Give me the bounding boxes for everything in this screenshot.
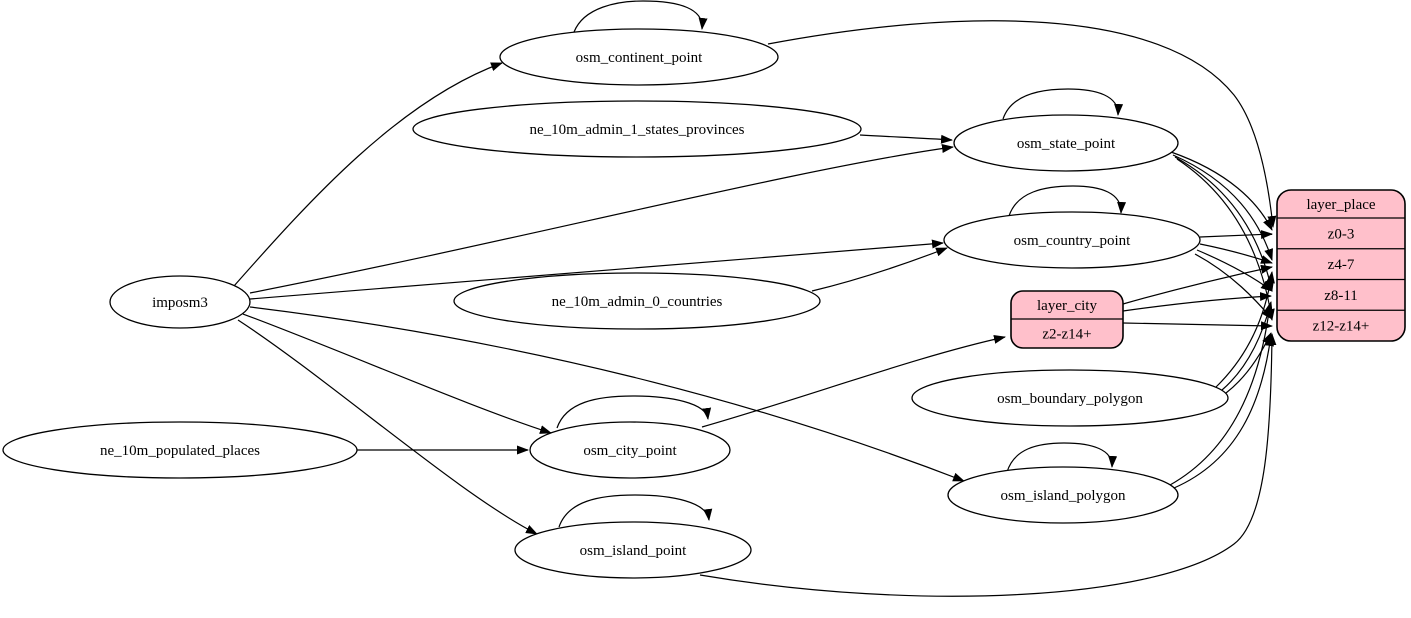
node-osm_island_polygon-shape (947, 466, 1179, 524)
edge-layer_city:z2-z14+-to-layer_place:z12-z14+ (1122, 321, 1273, 331)
record-layer_city-header: layer_city (1037, 298, 1097, 314)
nodes-layer: imposm3 osm_continent_point ne_10m_admin_1… (2, 28, 1406, 579)
node-osm_state_point-shape (953, 114, 1179, 172)
record-layer_place-row-z4-7: z4-7 (1328, 257, 1355, 273)
edge-osm_state_point-to-layer_place:z0-3 (1170, 151, 1273, 231)
node-ne_10m_populated_places: ne_10m_populated_places (2, 421, 358, 479)
record-layer_place-header: layer_place (1306, 197, 1375, 213)
record-layer_city: layer_city z2-z14+ (1010, 290, 1124, 349)
self-loop-osm_city_point (556, 395, 712, 429)
node-imposm3-shape (109, 275, 251, 329)
self-loop-osm_state_point (1002, 88, 1124, 120)
record-layer_place-row-z8-11: z8-11 (1324, 288, 1358, 304)
node-osm_boundary_polygon-shape (911, 369, 1229, 427)
node-ne_10m_admin_0_countries-label: ne_10m_admin_0_countries (552, 294, 723, 310)
node-osm_country_point-label: osm_country_point (1014, 233, 1131, 249)
edge-osm_island_point-to-layer_place:z12-z14+ (699, 333, 1277, 597)
edge-ne_10m_admin_1_states_provinces-to-osm_state_point (859, 134, 953, 144)
edge-imposm3-to-osm_country_point (249, 239, 944, 300)
edge-ne_10m_admin_0_countries-to-osm_country_point (811, 247, 948, 292)
edge-imposm3-to-osm_state_point (249, 144, 954, 294)
node-osm_continent_point: osm_continent_point (499, 28, 779, 86)
record-layer_place: layer_place z0-3 z4-7 z8-11 z12-z14+ (1276, 189, 1406, 342)
node-osm_country_point-shape (943, 211, 1201, 269)
edge-imposm3-to-osm_continent_point (233, 62, 503, 287)
edge-imposm3-to-osm_island_polygon (249, 306, 965, 482)
edge-osm_island_polygon-to-layer_place:z8-11 (1169, 303, 1274, 486)
node-osm_island_point: osm_island_point (514, 521, 752, 579)
node-ne_10m_populated_places-shape (2, 421, 358, 479)
node-osm_state_point-label: osm_state_point (1017, 136, 1116, 152)
node-ne_10m_populated_places-label: ne_10m_populated_places (100, 443, 260, 459)
edge-layer_city:z2-z14+-to-layer_place:z8-11 (1122, 292, 1272, 312)
edge-osm_country_point-to-layer_place:z0-3 (1199, 230, 1273, 240)
node-ne_10m_admin_0_countries: ne_10m_admin_0_countries (453, 272, 821, 330)
node-osm_boundary_polygon-label: osm_boundary_polygon (997, 391, 1143, 407)
edge-osm_continent_point-to-layer_place:z0-3 (767, 20, 1277, 228)
node-ne_10m_admin_1_states_provinces: ne_10m_admin_1_states_provinces (412, 100, 862, 158)
self-loop-osm_island_point (558, 494, 713, 528)
self-loop-osm_continent_point (573, 0, 708, 33)
node-imposm3: imposm3 (109, 275, 251, 329)
self-loop-osm_country_point (1008, 185, 1127, 217)
node-ne_10m_admin_1_states_provinces-shape (412, 100, 862, 158)
edges-layer (233, 0, 1277, 597)
node-osm_city_point-shape (529, 421, 731, 479)
edge-osm_country_point-to-layer_place:z4-7 (1199, 243, 1273, 264)
node-imposm3-label: imposm3 (152, 295, 208, 311)
node-osm_island_polygon: osm_island_polygon (947, 466, 1179, 524)
node-osm_city_point-label: osm_city_point (583, 443, 677, 459)
node-osm_continent_point-shape (499, 28, 779, 86)
self-loop-osm_island_polygon (1006, 442, 1118, 473)
record-layer_place-row-z0-3: z0-3 (1328, 226, 1355, 242)
edge-osm_city_point-to-layer_city:z2-z14+ (701, 334, 1006, 428)
node-osm_country_point: osm_country_point (943, 211, 1201, 269)
node-osm_island_point-label: osm_island_point (580, 543, 688, 559)
node-osm_city_point: osm_city_point (529, 421, 731, 479)
node-osm_continent_point-label: osm_continent_point (576, 50, 703, 66)
node-osm_island_point-shape (514, 521, 752, 579)
edge-osm_country_point-to-layer_place:z8-11 (1196, 249, 1273, 292)
edge-layer_city:z2-z14+-to-layer_place:z4-7 (1122, 264, 1273, 305)
record-layer_place-row-z12-z14+: z12-z14+ (1313, 319, 1370, 335)
edge-imposm3-to-osm_island_point (237, 319, 538, 535)
edge-osm_boundary_polygon-to-layer_place:z8-11 (1221, 301, 1273, 391)
node-osm_state_point: osm_state_point (953, 114, 1179, 172)
edge-osm_state_point-to-layer_place:z4-7 (1172, 154, 1273, 261)
node-ne_10m_admin_0_countries-shape (453, 272, 821, 330)
edge-osm_boundary_polygon-to-layer_place:z12-z14+ (1225, 332, 1272, 394)
node-osm_island_polygon-label: osm_island_polygon (1000, 488, 1126, 504)
node-ne_10m_admin_1_states_provinces-label: ne_10m_admin_1_states_provinces (530, 122, 745, 138)
edge-osm_country_point-to-layer_place:z12-z14+ (1194, 253, 1273, 320)
record-layer_city-row-z2-z14+: z2-z14+ (1042, 327, 1091, 343)
node-osm_boundary_polygon: osm_boundary_polygon (911, 369, 1229, 427)
edge-imposm3-to-osm_city_point (242, 313, 552, 434)
edge-osm_boundary_polygon-to-layer_place:z4-7 (1215, 271, 1275, 388)
edge-osm_island_polygon-to-layer_place:z12-z14+ (1173, 334, 1274, 489)
record-layer_place-box (1276, 189, 1406, 342)
